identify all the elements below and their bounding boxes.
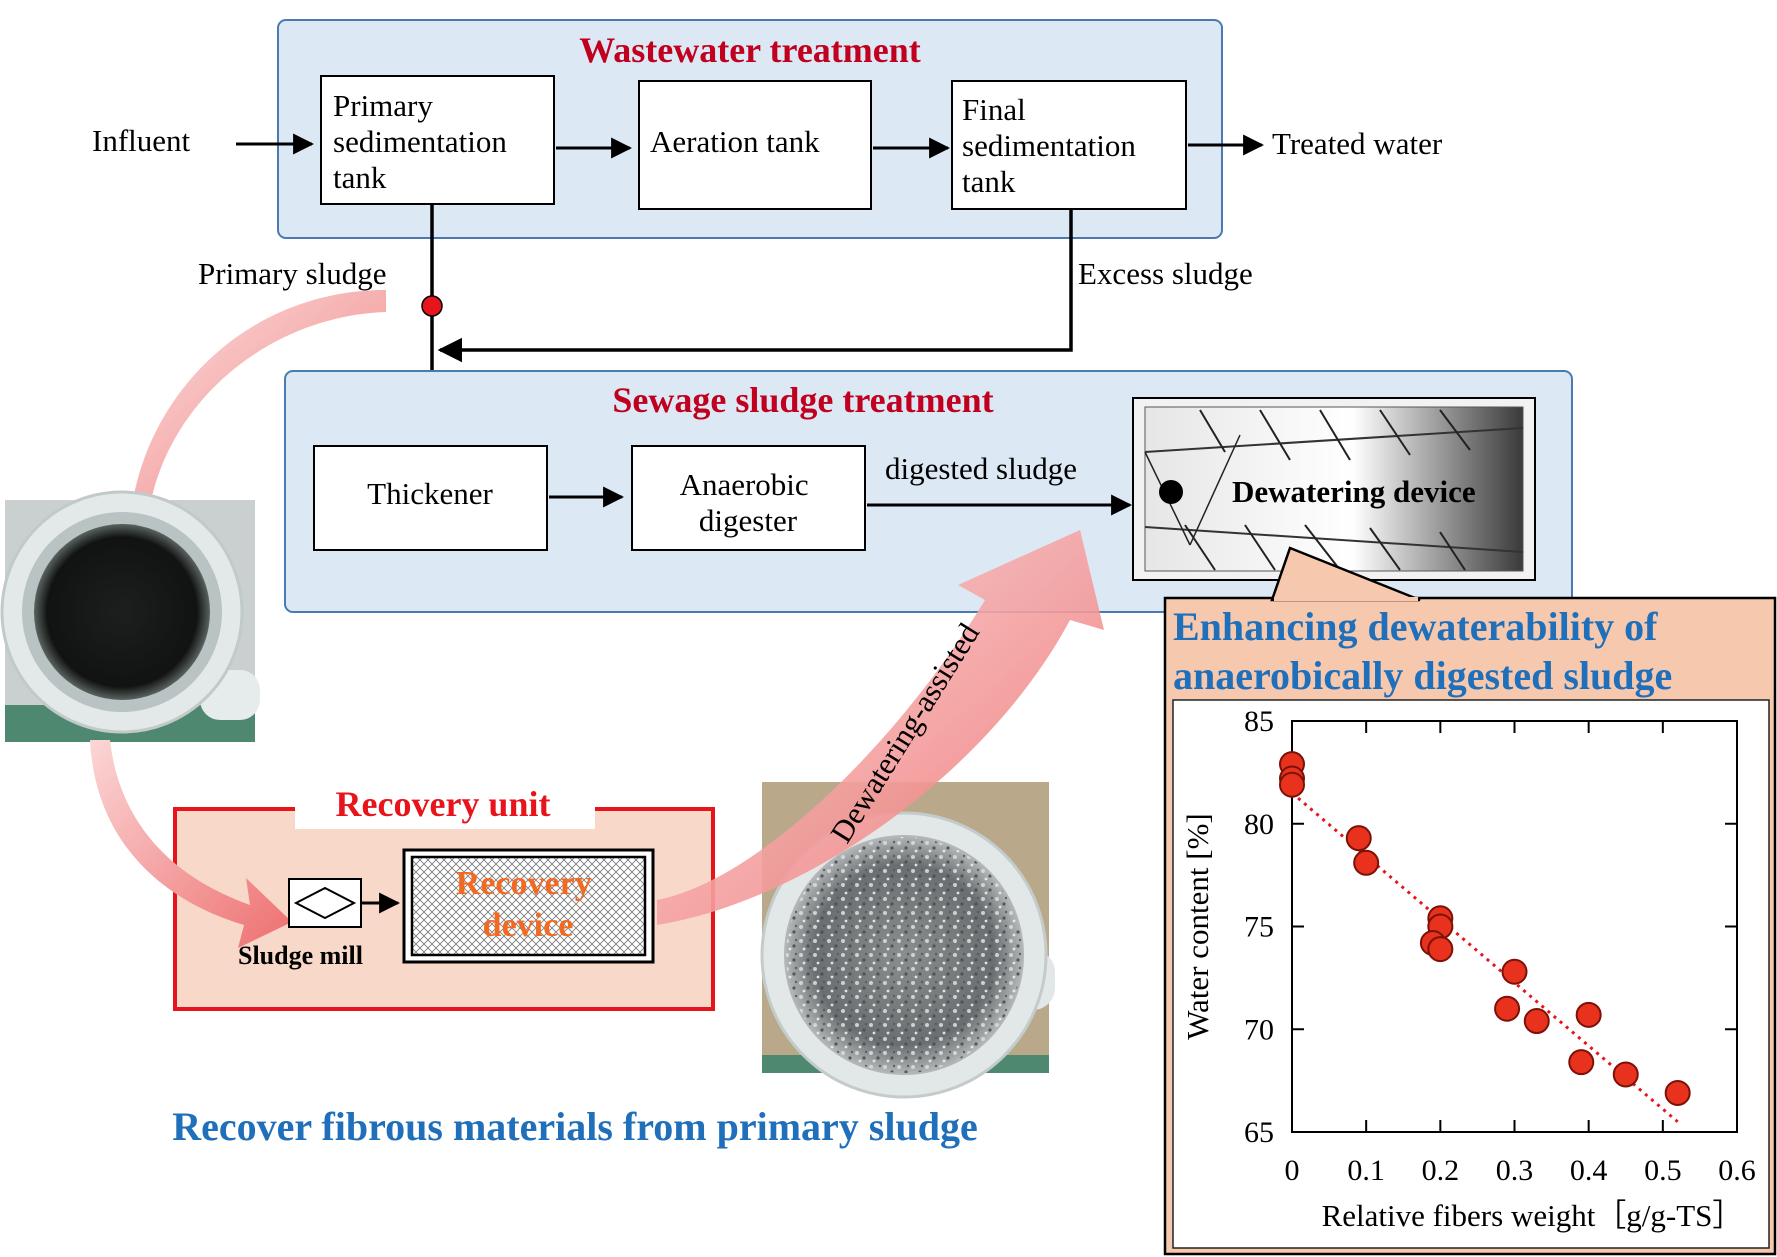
x-tick-label: 0.3 [1496,1154,1534,1187]
data-point [1523,1008,1550,1035]
primary-sludge-photo [0,490,260,742]
y-tick-label: 85 [1244,705,1274,738]
x-axis-label: Relative fibers weight［g/g-TS］ [1322,1198,1744,1233]
data-point [1427,936,1454,963]
sludge-treatment-title: Sewage sludge treatment [612,380,993,420]
aeration-tank [638,80,872,210]
recovery-device-label: Recovery device [456,865,600,944]
dewatering-assisted-arrow [657,530,1104,925]
digester-label: Anaerobic digester [680,467,817,538]
primary-sedimentation-tank [320,75,555,205]
x-tick-label: 0.5 [1644,1154,1682,1187]
dewatering-device [1132,397,1536,581]
y-tick-label: 75 [1244,911,1274,944]
data-point [1612,1061,1639,1088]
excess-sludge-line [437,209,1073,363]
to-recovery-arrow [90,740,292,948]
x-tick-label: 0.6 [1718,1154,1756,1187]
excess-sludge-label: Excess sludge [1078,256,1253,291]
digested-sludge-label: digested sludge [885,451,1077,486]
dewatering-device-label: Dewatering device [1232,474,1476,509]
data-point [1575,1001,1602,1028]
x-tick-label: 0 [1285,1154,1300,1187]
thickener-box [313,445,548,551]
anaerobic-digester-box [631,445,866,551]
treated-water-label: Treated water [1272,126,1443,161]
data-point [1568,1049,1595,1076]
primary-sludge-label: Primary sludge [198,256,387,291]
final-tank-label: Final sedimentation tank [962,92,1144,199]
data-point [1353,849,1380,876]
data-point [1664,1079,1691,1106]
y-tick-label: 70 [1244,1013,1274,1046]
wastewater-title: Wastewater treatment [579,30,921,70]
data-point [1345,825,1372,852]
recovered-fiber-photo [760,782,1055,1099]
primary-tank-label: Primary sedimentation tank [333,88,515,195]
x-tick-label: 0.4 [1570,1154,1608,1187]
y-axis-label: Water content [%] [1180,813,1215,1039]
data-point [1279,771,1305,798]
sludge-mill-label: Sludge mill [238,941,363,970]
sludge-mill-icon [293,886,357,920]
thickener-label: Thickener [367,476,493,511]
y-tick-label: 80 [1244,808,1274,841]
aeration-tank-label: Aeration tank [650,124,820,159]
y-tick-label: 65 [1244,1116,1274,1149]
data-point [1494,995,1521,1022]
callout-heading: Enhancing dewaterability of anaerobicall… [1173,604,1672,698]
recovery-device-box [410,855,647,957]
recovery-unit-title: Recovery unit [336,784,551,824]
primary-sludge-curve [132,290,386,506]
data-point [1501,958,1528,985]
recovery-title-bg [295,785,595,829]
final-sedimentation-tank [951,80,1187,210]
sampling-point-dot [421,295,443,317]
x-tick-label: 0.2 [1422,1154,1460,1187]
x-tick-label: 0.1 [1347,1154,1385,1187]
influent-label: Influent [92,123,191,158]
recovery-caption: Recover fibrous materials from primary s… [172,1104,977,1149]
chart-panel [1172,699,1770,1249]
